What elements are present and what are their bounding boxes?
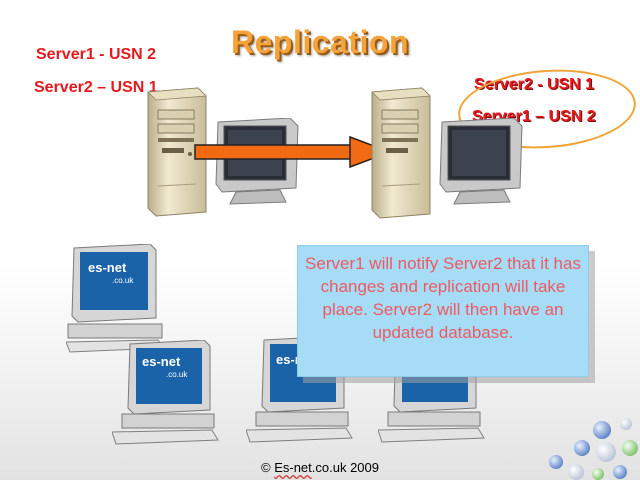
client-computer-2: es-net .co.uk (111, 339, 222, 448)
callout-box (297, 245, 589, 377)
footer-prefix: © (261, 460, 275, 475)
monitor-logo: es-net (142, 354, 181, 369)
left-label-server1: Server1 - USN 2 (36, 46, 157, 63)
slide-title: Replication (231, 24, 409, 60)
footer-brand: Es-net (274, 460, 312, 475)
arrow-right-icon (194, 135, 393, 169)
right-label-server2: Server2 - USN 1 (474, 76, 595, 93)
callout-text: Server1 will notify Server2 that it has … (305, 254, 581, 342)
footer-copyright: © Es-net.co.uk 2009 (0, 460, 640, 475)
monitor-logo-sub: .co.uk (166, 370, 188, 379)
desktop-computer-icon (111, 339, 219, 445)
server-tower-icon-right (371, 87, 431, 219)
decorative-bubbles-icon (549, 418, 638, 480)
server-tower-icon (147, 87, 207, 217)
left-label-server2: Server2 – USN 1 (34, 79, 158, 96)
monitor-logo-sub: .co.uk (112, 276, 134, 285)
crt-monitor-icon-right (439, 118, 523, 205)
footer-suffix: .co.uk 2009 (311, 460, 379, 475)
monitor-logo: es-net (88, 260, 127, 275)
client-computer-1: es-net .co.uk (65, 243, 166, 354)
